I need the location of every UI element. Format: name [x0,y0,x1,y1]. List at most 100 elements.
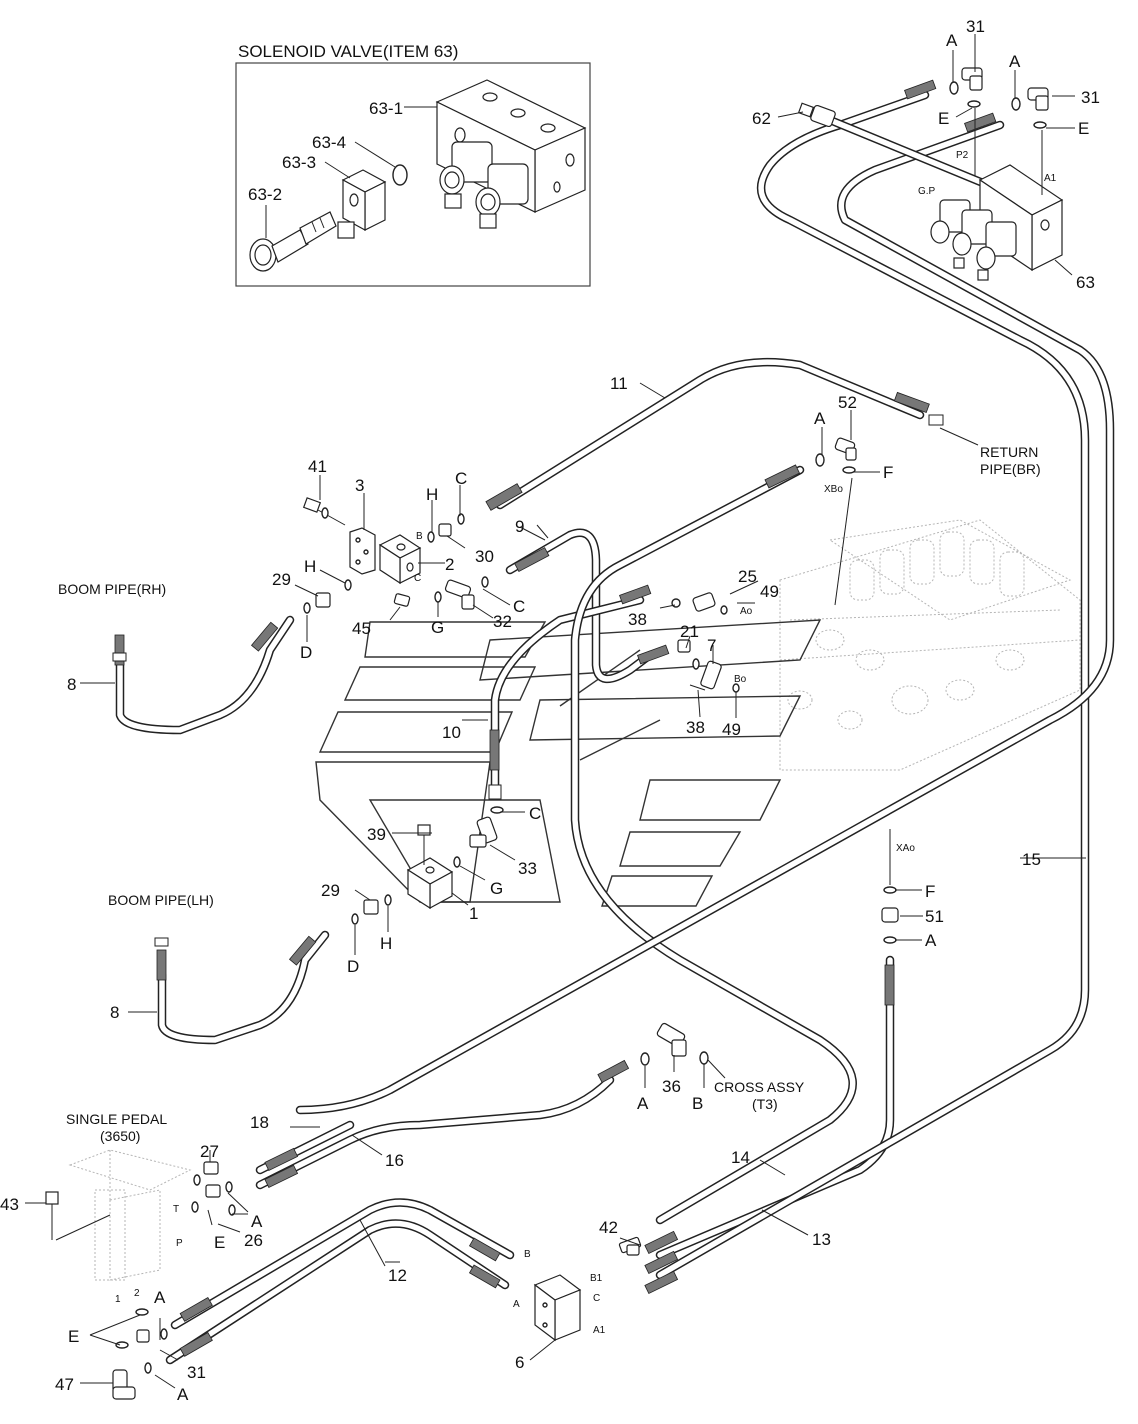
port-2: 2 [134,1288,140,1299]
note-cross-assy: CROSS ASSY [714,1079,805,1095]
valve-block-63-1 [435,79,587,229]
letter-e: E [214,1233,225,1252]
fitting-51 [881,907,899,923]
callout-7: 7 [707,636,716,655]
callout-31: 31 [1081,88,1100,107]
letter-a: A [814,409,826,428]
letter-e: E [1078,119,1089,138]
callout-11: 11 [610,374,628,393]
elbow-33 [469,816,498,848]
letter-c: C [455,469,467,488]
port-xao: XAo [896,843,915,854]
letter-f: F [883,463,893,482]
port-gp: G.P [918,186,936,197]
components [45,67,1064,1400]
callout-25: 25 [738,567,757,586]
letter-a: A [177,1385,189,1404]
note-cross-assy: (T3) [752,1096,778,1112]
letter-a: A [251,1212,263,1231]
callout-63-3: 63-3 [282,153,316,172]
callout-42: 42 [599,1218,618,1237]
callout-3: 3 [355,476,364,495]
callout-63: 63 [1076,273,1095,292]
plate-3 [349,527,376,575]
letter-h: H [426,485,438,504]
port-1: 1 [115,1294,121,1305]
callout-1: 1 [469,904,478,923]
callout-6: 6 [515,1353,524,1372]
letter-a: A [946,31,958,50]
elbow-47 [112,1369,136,1400]
pressure-switch-62 [797,102,836,128]
inset-frame [235,62,591,287]
callout-47: 47 [55,1375,74,1394]
shuttle-block-6 [533,1274,582,1342]
letter-h: H [380,934,392,953]
block-2 [378,534,422,585]
letter-f: F [925,882,935,901]
letter-d: D [347,957,359,976]
port-a: A [513,1299,520,1310]
flange-7 [700,660,722,690]
letter-a: A [637,1094,649,1113]
letter-d: D [300,643,312,662]
callout-36: 36 [662,1077,681,1096]
note-return-pipe: RETURN [980,444,1038,460]
callout-63-4: 63-4 [312,133,346,152]
letter-a: A [925,931,937,950]
callout-45: 45 [352,619,371,638]
callout-30: 30 [475,547,494,566]
note-boom-pipe-lh: BOOM PIPE(LH) [108,892,214,908]
callout-9: 9 [515,517,524,536]
note-single-pedal: SINGLE PEDAL [66,1111,167,1127]
port-ao: Ao [740,606,753,617]
callout-51: 51 [925,907,944,926]
callout-38: 38 [686,718,705,737]
single-pedal-3650 [68,1149,192,1281]
letter-a: A [1009,52,1021,71]
callout-2: 2 [445,555,454,574]
bolt-41 [302,497,346,526]
callout-14: 14 [731,1148,750,1167]
callout-32: 32 [493,612,512,631]
callout-27: 27 [200,1142,219,1161]
note-return-pipe: PIPE(BR) [980,461,1041,477]
elbow-52 [834,437,857,461]
note-single-pedal: (3650) [100,1128,140,1144]
cartridge-63-2 [249,211,337,272]
callout-29: 29 [272,570,291,589]
letter-c: C [513,597,525,616]
letter-c: C [529,804,541,823]
callout-26: 26 [244,1231,263,1250]
coil-63-3 [337,169,387,239]
flange-25 [692,592,716,612]
elbow-31-top [961,67,1049,111]
letter-b: B [692,1094,703,1113]
leader-lines [25,34,1086,1389]
bolt-39 [417,824,431,865]
callout-10: 10 [442,723,461,742]
callout-33: 33 [518,859,537,878]
letter-e: E [68,1327,79,1346]
callout-15: 15 [1022,850,1041,869]
port-bo: Bo [734,674,747,685]
callout-8: 8 [110,1003,119,1022]
port-labels: P2 G.P A1 XBo Ao Bo XAo B C T P 1 2 B A … [115,150,1057,1336]
connection-letters: A A E E A F C H H C D G C G D H F A A B … [68,31,1089,1404]
callout-63-1: 63-1 [369,99,403,118]
callout-41: 41 [308,457,327,476]
port-b: B [524,1249,531,1260]
elbow-32 [444,579,475,610]
callout-49: 49 [722,720,741,739]
block-1 [406,857,454,910]
cross-36 [656,1022,687,1057]
frame-plates [315,619,822,907]
notes: RETURN PIPE(BR) BOOM PIPE(RH) BOOM PIPE(… [58,444,1041,1144]
callout-18: 18 [250,1113,269,1132]
port-t: T [173,1204,179,1215]
letter-h: H [304,557,316,576]
callout-63-2: 63-2 [248,185,282,204]
port-p2: P2 [956,150,969,161]
port-a1: A1 [593,1325,606,1336]
